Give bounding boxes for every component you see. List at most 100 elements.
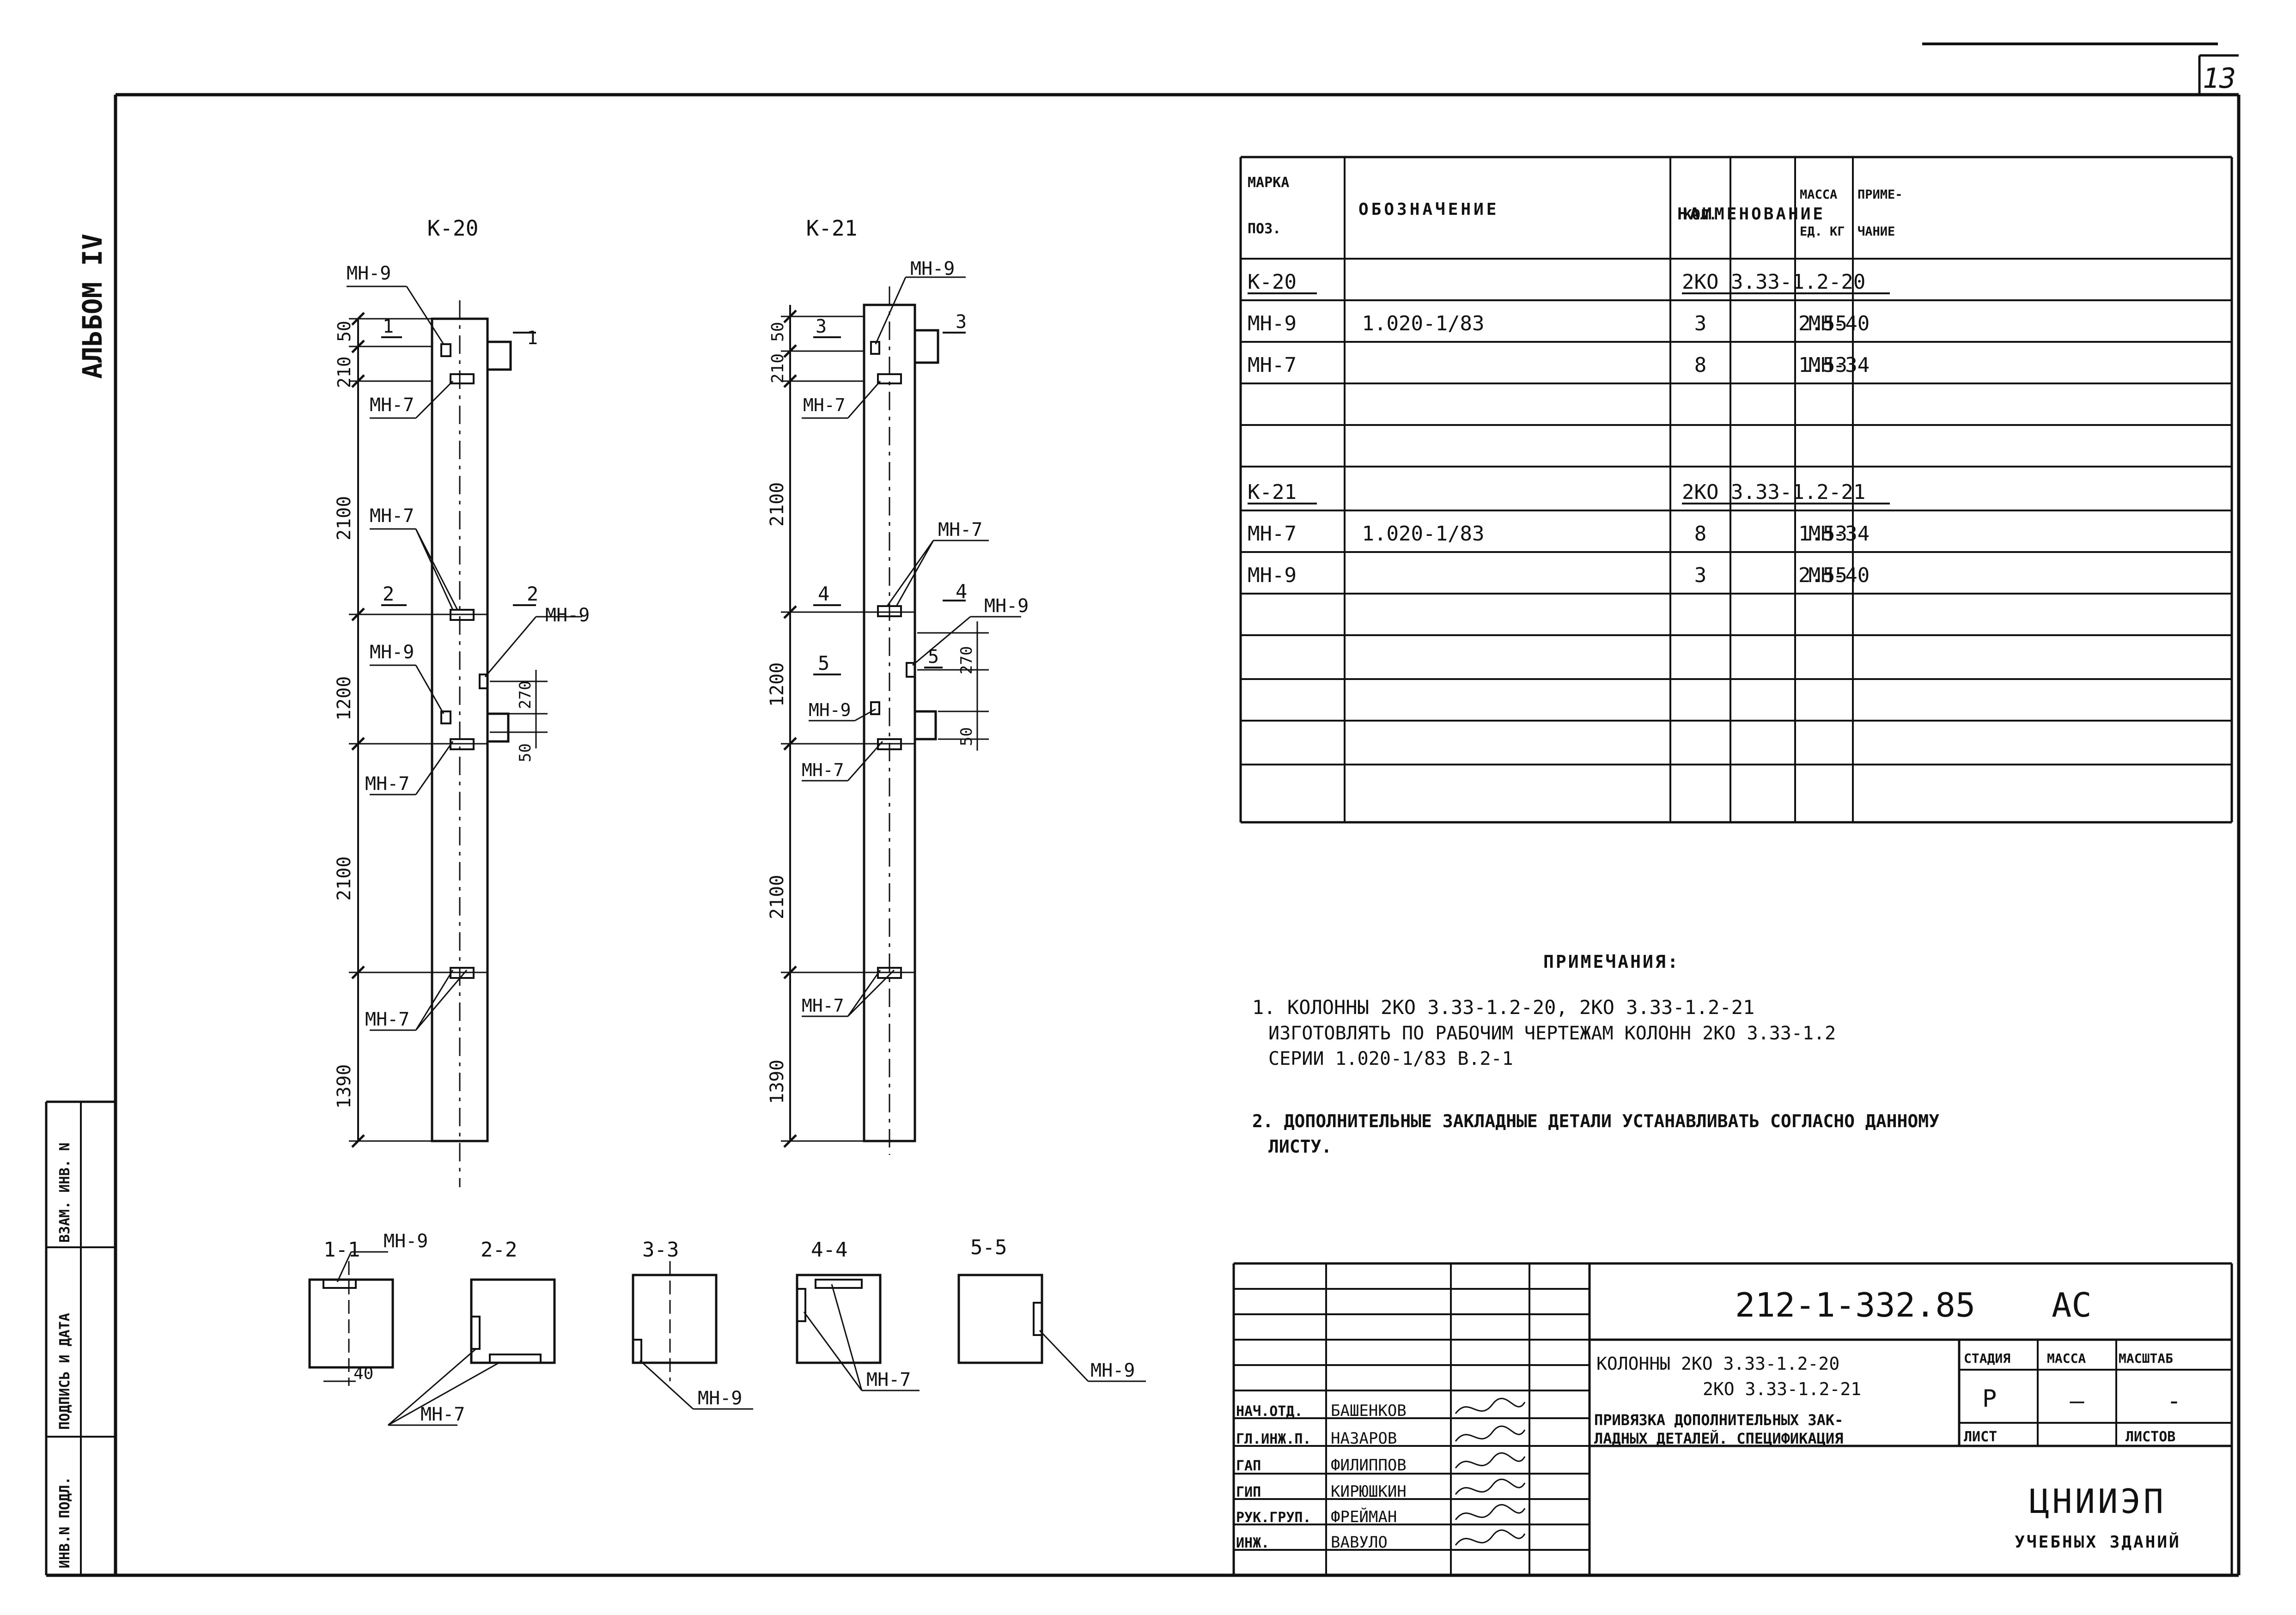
signature-name-1: НАЗАРОВ	[1331, 1429, 1397, 1448]
spec-cell-r7-c4: 2.55	[1798, 564, 1847, 587]
spec-cell-r1-c2: МН-40	[1809, 312, 1870, 335]
subject-line-2: 2КО 3.33-1.2-21	[1703, 1379, 1861, 1399]
k20-label-mn7-bottom: МН-7	[365, 1009, 409, 1030]
sheets-label: ЛИСТОВ	[2125, 1429, 2175, 1445]
section-5-5-title: 5-5	[970, 1236, 1007, 1259]
spec-cell-r6-c0: МН-7	[1248, 522, 1297, 546]
k21-cut-3-left: 3	[816, 316, 827, 337]
stamp-signature-date: ПОДПИСЬ И ДАТА	[57, 1313, 73, 1430]
signature-role-2: ГАП	[1236, 1458, 1261, 1474]
signature-name-2: ФИЛИППОВ	[1331, 1456, 1407, 1475]
spec-header-name: НАИМЕНОВАНИЕ	[1677, 205, 1825, 224]
k21-label-mn7-low: МН-7	[802, 760, 844, 780]
spec-cell-r0-c0: К-20	[1248, 270, 1297, 294]
column-k20-elevation: К-20 50 210 2100 1200 2100 1390	[334, 216, 590, 1187]
mass-value: —	[2070, 1387, 2084, 1415]
section-5-5-label: МН-9	[1090, 1360, 1135, 1381]
k21-dim-210: 210	[768, 353, 787, 383]
spec-cell-r1-c4: 2.55	[1798, 312, 1847, 335]
k21-dim-1200: 1200	[767, 662, 788, 707]
document-stage-code: АС	[2052, 1286, 2092, 1324]
section-3-3-title: 3-3	[642, 1238, 679, 1262]
scale-header: МАСШТАБ	[2119, 1351, 2173, 1366]
section-2-2-label: МН-7	[420, 1404, 465, 1425]
handwritten-signature	[1455, 1529, 1526, 1546]
sheet-title-line-2: ЛАДНЫХ ДЕТАЛЕЙ. СПЕЦИФИКАЦИЯ	[1594, 1430, 1843, 1447]
column-k21-elevation: К-21 50 210 2100 1200 2100 1390 270 50	[767, 216, 1029, 1155]
spec-header-designation: ОБОЗНАЧЕНИЕ	[1358, 200, 1499, 219]
document-code: 212-1-332.85	[1735, 1286, 1975, 1324]
page-number: 13	[2203, 62, 2236, 95]
note-line-1: 1. КОЛОННЫ 2КО 3.33-1.2-20, 2КО 3.33-1.2…	[1252, 996, 1754, 1019]
album-label: АЛЬБОМ IV	[77, 234, 108, 379]
handwritten-signature	[1455, 1504, 1526, 1520]
section-5-5: 5-5 МН-9	[957, 1236, 1146, 1382]
k20-dim-1390: 1390	[334, 1064, 355, 1109]
k21-cut-3-right: 3	[956, 311, 967, 333]
k20-cut-1-right: 1	[527, 328, 538, 349]
k21-label-mn7-top: МН-7	[803, 395, 846, 415]
k20-label-mn9-right: МН-9	[545, 605, 590, 626]
notes: ПРИМЕЧАНИЯ: 1. КОЛОННЫ 2КО 3.33-1.2-20, …	[1252, 952, 1939, 1157]
k20-label-mn7-mid: МН-7	[370, 505, 414, 527]
k21-cut-5-left: 5	[818, 652, 829, 674]
section-1-1-dim: 40	[353, 1364, 373, 1383]
signature-name-3: КИРЮШКИН	[1331, 1482, 1407, 1501]
scale-value: -	[2167, 1387, 2181, 1415]
k21-cut-4-left: 4	[818, 583, 829, 605]
k20-dim-210: 210	[334, 356, 354, 388]
signature-name-4: ФРЕЙМАН	[1331, 1507, 1397, 1526]
stage-value: Р	[1982, 1385, 1997, 1413]
section-1-1: 1-1 40 МН-9	[308, 1231, 428, 1386]
section-4-4-title: 4-4	[811, 1238, 847, 1262]
spec-cell-r7-c0: МН-9	[1248, 564, 1297, 587]
sheet-label: ЛИСТ	[1964, 1429, 1997, 1445]
section-1-1-label: МН-9	[384, 1231, 428, 1252]
spec-cell-r2-c3: 8	[1694, 353, 1707, 377]
note-line-5: ЛИСТУ.	[1268, 1136, 1332, 1157]
stamp-replacement-inv: ВЗАМ. ИНВ. N	[57, 1142, 73, 1243]
k21-dim-50: 50	[768, 322, 787, 342]
k20-label-mn9-left: МН-9	[370, 642, 414, 663]
signature-role-5: ИНЖ.	[1236, 1535, 1269, 1551]
note-line-3: СЕРИИ 1.020-1/83 В.2-1	[1268, 1048, 1513, 1069]
k20-dim-50-lower: 50	[516, 743, 535, 762]
signature-role-3: ГИП	[1236, 1484, 1261, 1500]
spec-cell-r0-c2: 2КО 3.33-1.2-20	[1682, 270, 1865, 294]
k21-label-mn7-mid: МН-7	[938, 519, 982, 540]
left-stamp: ИНВ.N ПОДЛ. ПОДПИСЬ И ДАТА ВЗАМ. ИНВ. N	[45, 1100, 116, 1575]
k20-dim-50: 50	[334, 321, 354, 342]
spec-cell-r2-c0: МН-7	[1248, 353, 1297, 377]
k20-cut-1-left: 1	[383, 316, 394, 337]
spec-cell-r1-c1: 1.020-1/83	[1362, 312, 1485, 335]
spec-header-note: ПРИМЕ-ЧАНИЕ	[1858, 188, 1903, 239]
signature-role-0: НАЧ.ОТД.	[1236, 1403, 1303, 1420]
k21-label-mn9-left: МН-9	[809, 700, 851, 720]
signature-name-5: ВАВУЛО	[1331, 1533, 1388, 1552]
spec-cell-r7-c3: 3	[1694, 564, 1707, 587]
spec-cell-r6-c3: 8	[1694, 522, 1707, 546]
spec-cell-r1-c3: 3	[1694, 312, 1707, 335]
stage-header: СТАДИЯ	[1964, 1351, 2010, 1366]
k20-label-mn9-top: МН-9	[347, 263, 391, 284]
spec-cell-r2-c2: МН-34	[1809, 353, 1870, 377]
section-2-2-title: 2-2	[481, 1238, 517, 1262]
spec-cell-r6-c1: 1.020-1/83	[1362, 522, 1485, 546]
spec-cell-r2-c4: 1.53	[1798, 353, 1847, 377]
column-k21-title: К-21	[806, 216, 858, 241]
signature-name-0: БАШЕНКОВ	[1331, 1402, 1407, 1420]
k21-label-mn9-right: МН-9	[984, 595, 1029, 617]
notes-title: ПРИМЕЧАНИЯ:	[1543, 952, 1680, 972]
k20-dim-1200: 1200	[334, 676, 355, 721]
k21-dim-50-lower: 50	[957, 727, 976, 746]
section-4-4: 4-4 МН-7	[796, 1238, 920, 1391]
section-3-3-label: МН-9	[698, 1388, 742, 1409]
column-k20-title: К-20	[427, 216, 479, 241]
section-3-3: 3-3 МН-9	[632, 1238, 753, 1410]
spec-cell-r5-c0: К-21	[1248, 480, 1297, 504]
spec-cell-r6-c4: 1.53	[1798, 522, 1847, 546]
k21-cut-5-right: 5	[928, 646, 939, 668]
